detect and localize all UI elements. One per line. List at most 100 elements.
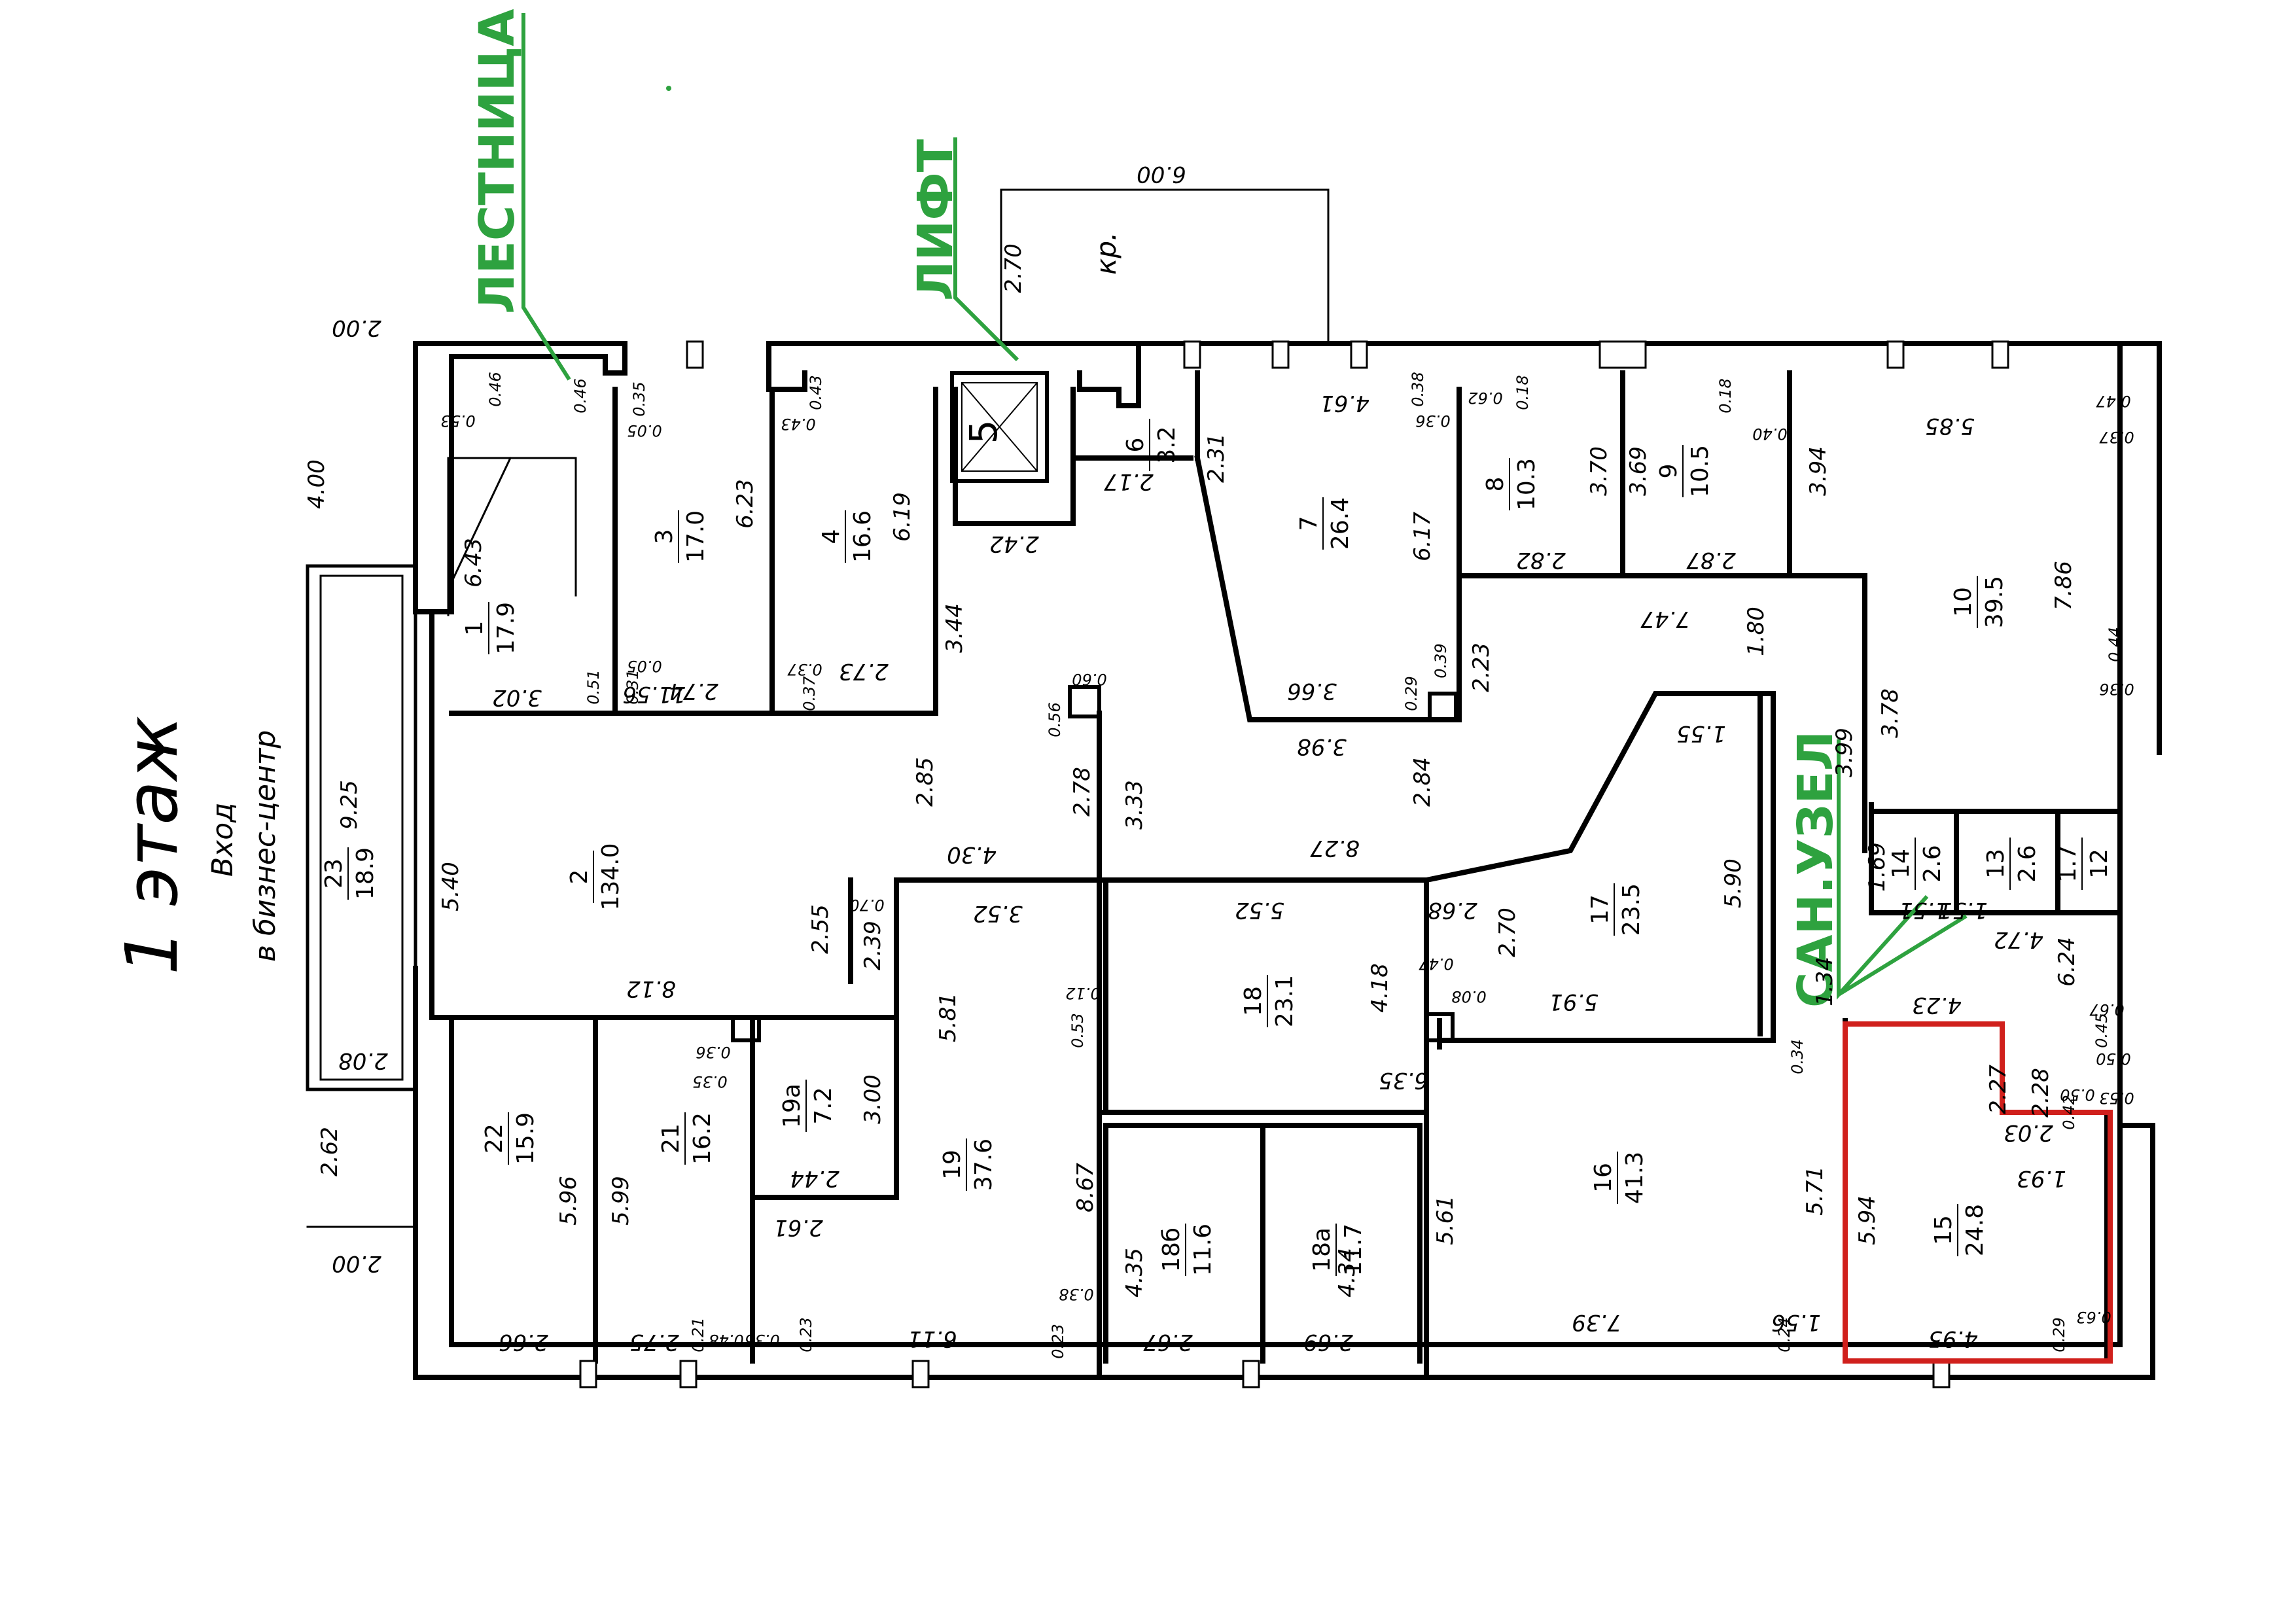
dimension-label: 5.96 <box>556 1176 582 1226</box>
dimension-label: 4.23 <box>1912 992 1962 1018</box>
dimension-label: 0.70 <box>849 896 884 914</box>
entrance-label: Вход <box>206 802 239 877</box>
dimension-label: 2.23 <box>1468 643 1494 692</box>
room-area: 11.6 <box>1190 1224 1216 1276</box>
dimension-label: 4.35 <box>1122 1248 1148 1297</box>
room-number: 5 <box>961 420 1006 444</box>
room-number: 17 <box>1587 894 1614 925</box>
dimension-label: 0.23 <box>1049 1324 1067 1358</box>
dimension-label: 6.35 <box>1379 1067 1428 1093</box>
dimension-label: 4.30 <box>947 841 997 868</box>
room-number: 3 <box>651 529 678 544</box>
dimension-label: 1.69 <box>1864 842 1890 892</box>
dimension-label: 2.03 <box>2004 1120 2053 1146</box>
dimension-label: 1.34 <box>1812 957 1838 1006</box>
dimension-label: 0.53 <box>1069 1013 1087 1048</box>
dimension-label: 5.90 <box>1720 858 1746 908</box>
dimension-label: 0.56 <box>1046 702 1064 737</box>
room-area: 23.5 <box>1618 883 1645 936</box>
room-area: 39.5 <box>1981 576 2008 628</box>
dimension-label: 0.37 <box>787 660 822 679</box>
dimension-label: 0.35 <box>630 381 648 416</box>
dimension-label: 2.55 <box>807 904 834 954</box>
dimension-label: 3.94 <box>1805 446 1831 496</box>
room-number: 23 <box>321 858 347 889</box>
room-area: 37.6 <box>970 1139 997 1191</box>
dimension-label: 2.85 <box>912 757 938 807</box>
dimension-label: 5.61 <box>1432 1195 1458 1245</box>
dimension-label: 0.29 <box>1402 676 1421 711</box>
dimension-label: 0.29 <box>2050 1317 2068 1352</box>
dimension-label: 2.61 <box>773 1214 823 1241</box>
room-number: 22 <box>481 1123 508 1154</box>
dimension-label: 2.66 <box>499 1329 548 1355</box>
dimension-label: 0.05 <box>627 657 662 675</box>
dimension-label: 0.36 <box>2099 680 2134 698</box>
room-area: 12 <box>2086 849 2113 879</box>
dimension-label: 0.63 <box>2076 1308 2111 1326</box>
room-area: 16.2 <box>689 1112 716 1165</box>
dimension-label: 7.47 <box>1640 606 1690 632</box>
dimension-label: 6.23 <box>732 479 758 529</box>
dimension-label: 8.67 <box>1072 1163 1099 1212</box>
dimension-label: 1.56 <box>1771 1309 1821 1335</box>
room-number: 13 <box>1983 849 2009 879</box>
room-area: 10.3 <box>1513 458 1540 510</box>
room-area: 10.5 <box>1687 445 1714 497</box>
dimension-label: 6.24 <box>2054 937 2080 987</box>
dimension-label: 3.78 <box>1877 688 1903 738</box>
dimension-label: 5.85 <box>1925 413 1975 439</box>
dimension-label: 0.08 <box>1451 987 1486 1006</box>
room-number: 9 <box>1655 464 1682 479</box>
room-area: 24.8 <box>1962 1204 1988 1256</box>
dimension-label: 1.80 <box>1743 607 1769 656</box>
stair-callout: ЛЕСТНИЦА <box>469 9 525 314</box>
room-area: 26.4 <box>1327 497 1354 550</box>
dimension-label: 6.00 <box>1137 161 1186 187</box>
room-number: 19 <box>939 1150 966 1180</box>
dimension-label: 4.18 <box>1367 963 1393 1013</box>
room-number: 6 <box>1122 438 1149 453</box>
dimension-label: 3.98 <box>1297 733 1347 760</box>
dimension-label: 0.36 <box>1415 412 1450 430</box>
dimension-label: 2.42 <box>989 531 1039 557</box>
dimension-label: 5.52 <box>1235 897 1284 923</box>
room-number: 21 <box>658 1123 684 1154</box>
dimension-label: 8.12 <box>626 976 676 1002</box>
room-area: 3.2 <box>1154 426 1180 463</box>
dimension-label: 7.39 <box>1572 1309 1621 1335</box>
dimension-label: 2.69 <box>1303 1329 1353 1355</box>
room-5[interactable]: 5 <box>961 420 1006 444</box>
dimension-label: 0.36 <box>745 1331 779 1349</box>
dimension-label: 0.23 <box>797 1317 815 1352</box>
room-number: 4 <box>818 529 845 544</box>
highlighted-room-15[interactable] <box>1843 1021 2113 1364</box>
room-area: 2.6 <box>2014 845 2041 882</box>
room-area: 41.3 <box>1621 1152 1648 1204</box>
dimension-label: 3.33 <box>1122 780 1148 830</box>
